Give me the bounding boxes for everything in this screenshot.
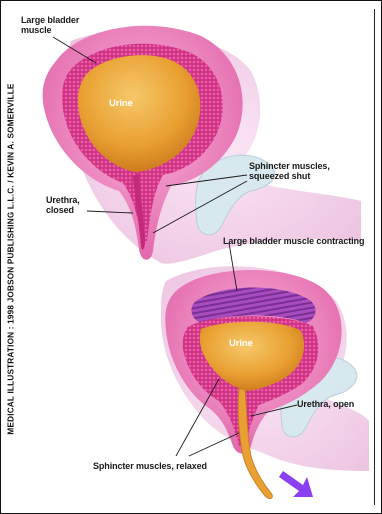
urine-flow-arrow	[279, 471, 313, 497]
label-large-bladder-muscle-line2: muscle	[21, 25, 51, 35]
label-urethra-closed: Urethra, closed	[46, 195, 80, 215]
label-urethra-closed-line1: Urethra,	[46, 195, 80, 205]
label-urethra-closed-line2: closed	[46, 205, 74, 215]
label-sphincter-squeezed-line1: Sphincter muscles,	[249, 161, 330, 171]
label-large-bladder-muscle: Large bladder muscle	[21, 15, 79, 35]
label-sphincter-squeezed: Sphincter muscles, squeezed shut	[249, 161, 330, 181]
label-large-bladder-muscle-line1: Large bladder	[21, 15, 79, 25]
label-top-urine: Urine	[109, 99, 133, 109]
label-urethra-open: Urethra, open	[297, 399, 354, 409]
label-muscle-contracting: Large bladder muscle contracting	[223, 236, 364, 246]
label-sphincter-squeezed-line2: squeezed shut	[249, 171, 310, 181]
top-bladder-figure	[43, 26, 361, 264]
leader-sphincter-relaxed-2	[189, 433, 239, 456]
label-bottom-urine: Urine	[229, 339, 253, 349]
illustration-credit: MEDICAL ILLUSTRATION : 1998 JOBSON PUBLI…	[7, 83, 16, 434]
label-sphincter-relaxed: Sphincter muscles, relaxed	[93, 461, 207, 471]
